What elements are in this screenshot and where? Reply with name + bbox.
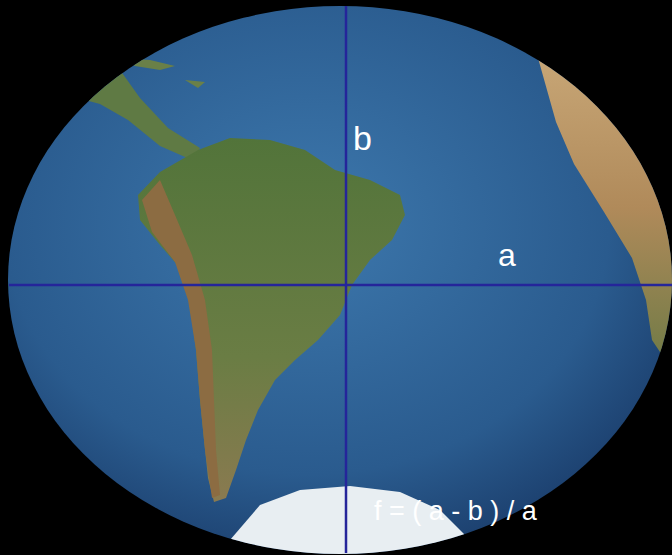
axis-label: b xyxy=(353,120,372,157)
globe-ocean xyxy=(8,6,672,554)
formula-label: f = ( a - b ) / a xyxy=(374,497,537,527)
major-axis-line xyxy=(9,284,672,287)
andes xyxy=(142,180,220,498)
axis-label: a xyxy=(498,238,516,273)
island xyxy=(185,80,205,88)
landmasses xyxy=(40,46,672,555)
minor-axis-line xyxy=(345,6,348,553)
south-america xyxy=(138,138,405,502)
central-america xyxy=(40,52,200,160)
africa xyxy=(538,46,672,370)
cuba xyxy=(120,58,175,70)
